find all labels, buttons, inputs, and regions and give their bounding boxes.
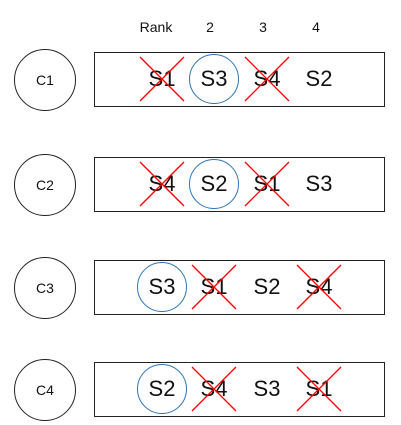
rejected-cross-icon xyxy=(139,161,185,207)
rejected-cross-icon xyxy=(244,56,290,102)
preference-cell: S1 xyxy=(188,261,240,313)
preference-list-box: S1 S3 S4 S2 xyxy=(94,52,385,107)
rejected-cross-icon xyxy=(191,264,237,310)
server-label: S2 xyxy=(148,376,176,401)
rank-4-header: 4 xyxy=(312,19,320,35)
preference-cell: S2 xyxy=(241,261,293,313)
preference-list-box: S3 S1 S2 S4 xyxy=(94,260,385,315)
client-label: C4 xyxy=(36,382,54,398)
server-label: S3 xyxy=(253,376,281,401)
preference-cell: S3 xyxy=(293,158,345,210)
preference-cell: S1 xyxy=(293,363,345,415)
preference-cell: S1 xyxy=(136,53,188,105)
preference-cell: S4 xyxy=(188,363,240,415)
preference-cell: S1 xyxy=(241,158,293,210)
client-label: C1 xyxy=(36,72,54,88)
server-label: S2 xyxy=(200,171,228,196)
client-label: C3 xyxy=(36,280,54,296)
rejected-cross-icon xyxy=(139,56,185,102)
rank-3-header: 3 xyxy=(259,19,267,35)
server-label: S3 xyxy=(148,274,176,299)
client-circle: C1 xyxy=(14,49,76,111)
selected-circle-icon xyxy=(189,159,239,209)
preference-cell: S4 xyxy=(136,158,188,210)
client-circle: C3 xyxy=(14,257,76,319)
rejected-cross-icon xyxy=(296,264,342,310)
rank-header: Rank xyxy=(139,19,173,35)
preference-cell: S2 xyxy=(136,363,188,415)
server-label: S2 xyxy=(253,274,281,299)
rejected-cross-icon xyxy=(296,366,342,412)
server-label: S3 xyxy=(200,66,228,91)
preference-list-box: S2 S4 S3 S1 xyxy=(94,362,385,417)
server-label: S2 xyxy=(305,66,333,91)
preference-cell: S4 xyxy=(293,261,345,313)
preference-cell: S3 xyxy=(136,261,188,313)
rank-2-header: 2 xyxy=(206,19,214,35)
preference-list-box: S4 S2 S1 S3 xyxy=(94,157,385,212)
rejected-cross-icon xyxy=(191,366,237,412)
selected-circle-icon xyxy=(189,54,239,104)
preference-cell: S4 xyxy=(241,53,293,105)
preference-cell: S2 xyxy=(293,53,345,105)
preference-cell: S3 xyxy=(241,363,293,415)
client-circle: C2 xyxy=(14,154,76,216)
preference-cell: S2 xyxy=(188,158,240,210)
client-label: C2 xyxy=(36,177,54,193)
rejected-cross-icon xyxy=(244,161,290,207)
preference-cell: S3 xyxy=(188,53,240,105)
client-circle: C4 xyxy=(14,359,76,421)
selected-circle-icon xyxy=(137,364,187,414)
selected-circle-icon xyxy=(137,262,187,312)
server-label: S3 xyxy=(305,171,333,196)
